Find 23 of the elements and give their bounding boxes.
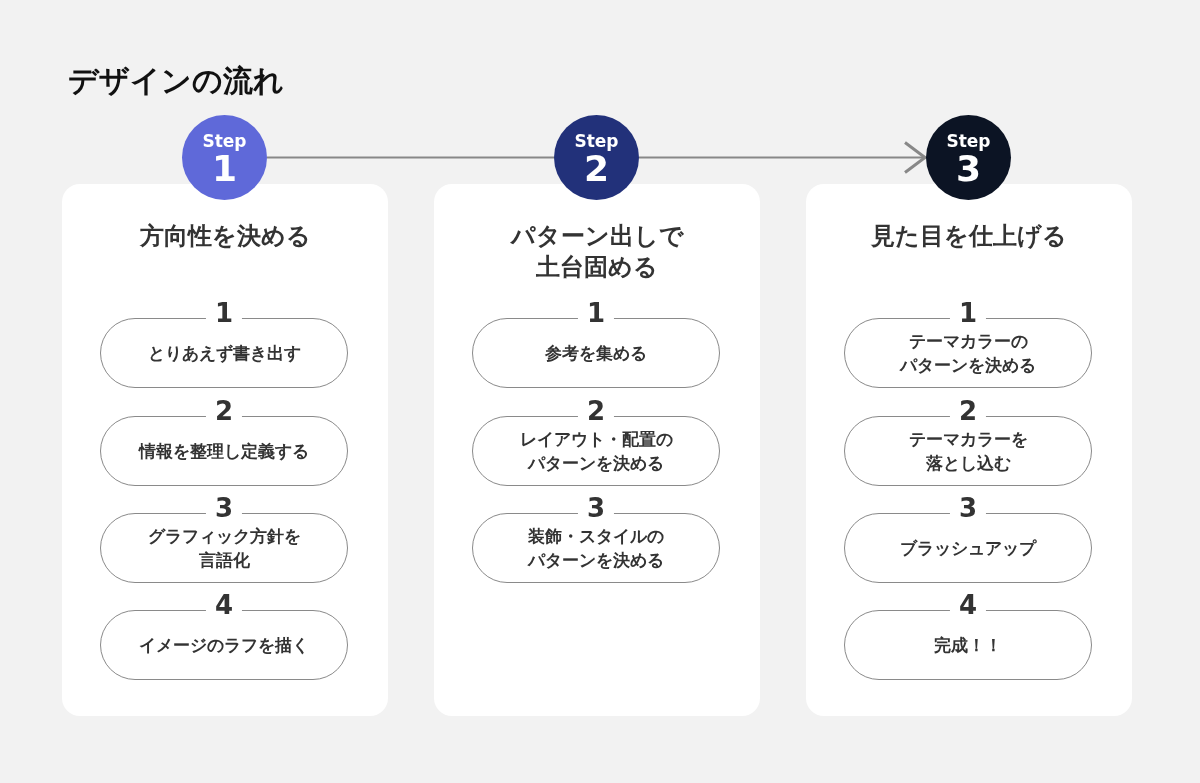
- step-label: Step: [946, 131, 991, 150]
- step-card: [806, 184, 1132, 716]
- task-text: テーマカラーを落とし込む: [908, 428, 1028, 475]
- card-heading: 見た目を仕上げる: [871, 221, 1067, 252]
- task-text: イメージのラフを描く: [139, 634, 309, 657]
- arrow: [638, 141, 927, 174]
- step-label: Step: [574, 131, 619, 150]
- task-text: レイアウト・配置のパターンを決める: [519, 428, 673, 475]
- card-heading: 方向性を決める: [139, 221, 311, 252]
- connector-line: [266, 156, 555, 159]
- task-text: ブラッシュアップ: [900, 537, 1036, 560]
- diagram-title: デザインの流れ: [68, 62, 284, 100]
- step-label: Step: [202, 131, 247, 150]
- task-text: 完成！！: [934, 634, 1002, 657]
- task-text: とりあえず書き出す: [147, 342, 301, 365]
- task-text: グラフィック方針を言語化: [147, 525, 301, 572]
- card-heading: パターン出しで土台固める: [510, 221, 684, 283]
- step-card: [434, 184, 760, 716]
- step-card: [62, 184, 388, 716]
- task-text: 情報を整理し定義する: [139, 440, 309, 463]
- task-text: 装飾・スタイルのパターンを決める: [528, 525, 664, 572]
- task-text: 参考を集める: [545, 342, 647, 365]
- task-text: テーマカラーのパターンを決める: [900, 330, 1036, 377]
